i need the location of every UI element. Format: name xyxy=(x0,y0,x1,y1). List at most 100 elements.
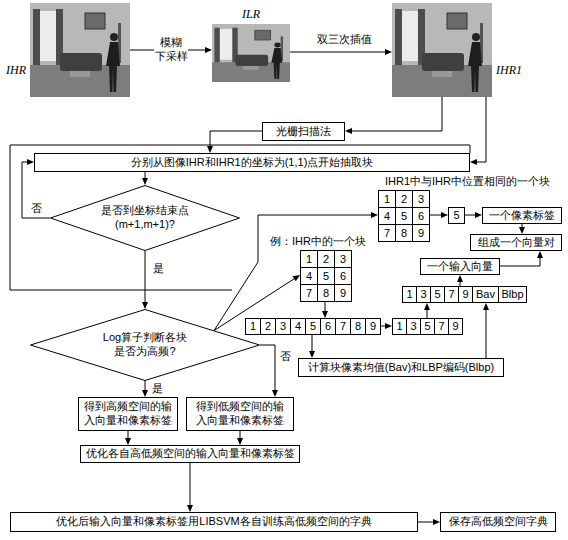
image-label: ILR xyxy=(212,7,290,21)
arrow-head xyxy=(142,390,148,397)
edge-label: 模糊 下采样 xyxy=(154,36,188,64)
arrow-head xyxy=(272,390,278,397)
vector-cell: 1 xyxy=(393,319,407,335)
process-box: 5 xyxy=(448,207,465,224)
flow-connector xyxy=(142,381,148,397)
arrow-head xyxy=(207,146,213,153)
grid-cell: 3 xyxy=(413,191,430,208)
arrow-head xyxy=(292,275,300,281)
edge-label: 是 xyxy=(151,382,163,396)
grid-cell: 1 xyxy=(379,191,396,208)
flow-connector xyxy=(322,302,328,318)
box-text: 计算块像素均值(Bav)和LBP编码(Blbp) xyxy=(308,361,494,375)
box-text: 优化后输入向量和像素标签用LIBSVM各自训练高低频空间的字典 xyxy=(56,515,371,529)
connector-line xyxy=(145,251,146,303)
connector-line xyxy=(430,215,442,216)
process-box: 优化各自高低频空间的输入向量和像素标签 xyxy=(80,445,300,463)
decision-text: 是否到坐标结束点(m+1,m+1)? xyxy=(99,204,191,232)
edge-label: 是 xyxy=(152,262,164,276)
vector-cell: 6 xyxy=(321,319,336,335)
arrow-head xyxy=(187,505,193,512)
connector-line xyxy=(190,463,191,506)
connector-line xyxy=(427,309,428,318)
connector-line xyxy=(145,172,146,179)
vector-cell: 1 xyxy=(403,287,417,303)
connector-line xyxy=(476,97,486,162)
process-box: 组成一个向量对 xyxy=(470,234,562,251)
flow-connector xyxy=(457,275,463,286)
edge-label: 否 xyxy=(279,350,291,364)
arrow-head xyxy=(27,159,34,165)
edge-label: 双三次插值 xyxy=(312,33,376,47)
vector-cell: 3 xyxy=(276,319,291,335)
flow-connector xyxy=(345,97,442,134)
image-label: IHR1 xyxy=(496,63,522,77)
connector-line xyxy=(325,302,326,312)
arrow-head xyxy=(345,128,352,134)
vector-cell: 7 xyxy=(445,287,459,303)
box-text: 得到高频空间的输入向量和像素标签 xyxy=(83,400,173,428)
grid-cell: 2 xyxy=(318,251,335,268)
flow-connector xyxy=(142,172,148,185)
connector-line xyxy=(500,257,540,266)
process-box: 一个输入向量 xyxy=(420,258,500,275)
grid-cell: 3 xyxy=(335,251,352,268)
arrow-head xyxy=(441,212,448,218)
grid-cell: 2 xyxy=(396,191,413,208)
loop-frame xyxy=(10,145,470,290)
vector-cell: 5 xyxy=(306,319,321,335)
vector-cell: 5 xyxy=(431,287,445,303)
flow-connector xyxy=(519,224,525,234)
diamond-shape xyxy=(31,310,260,381)
connector-line xyxy=(465,215,476,216)
grid-cell: 4 xyxy=(379,208,396,225)
arrow-head xyxy=(237,438,243,445)
arrow-head xyxy=(142,178,148,185)
box-text: 5 xyxy=(453,209,459,223)
flow-connector xyxy=(500,251,543,266)
arrow-head xyxy=(433,519,440,525)
diamond-shape xyxy=(51,186,240,251)
vector-cell: 3 xyxy=(407,319,421,335)
vector-row: 13579BavBlbp xyxy=(402,286,527,303)
flow-connector xyxy=(207,131,262,153)
process-box: 保存高低频空间字典 xyxy=(440,512,556,532)
vector-row: 123456789 xyxy=(245,318,381,335)
flow-connector xyxy=(309,335,315,358)
arrow-head xyxy=(205,47,212,53)
vector-row: 13579 xyxy=(392,318,463,335)
grid-cell: 8 xyxy=(318,285,335,302)
annotation-label: IHR1中与IHR中位置相同的一个块 xyxy=(385,175,550,189)
grid-cell: 6 xyxy=(335,268,352,285)
vector-cell: 7 xyxy=(336,319,351,335)
grid-cell: 1 xyxy=(301,251,318,268)
grid-cell: 5 xyxy=(396,208,413,225)
connector-line xyxy=(240,431,241,439)
flow-connector xyxy=(381,323,392,329)
image-frame: IHR1 xyxy=(392,3,492,97)
photo-illustration xyxy=(392,3,492,97)
decision-diamond: Log算子判断各块是否为高频? xyxy=(30,309,260,381)
connector-line xyxy=(260,345,275,391)
pixel-block-grid: 123456789 xyxy=(378,190,430,242)
box-text: 一个像素标签 xyxy=(489,209,555,223)
connector-line xyxy=(418,522,434,523)
process-box: 一个像素标签 xyxy=(482,207,562,224)
flow-connector xyxy=(260,345,278,397)
box-text: 得到低频空间的输入向量和像素标签 xyxy=(191,400,289,428)
vector-cell: 9 xyxy=(459,287,473,303)
pixel-block-grid: 123456789 xyxy=(300,250,352,302)
arrow-head xyxy=(424,303,430,310)
flow-connector xyxy=(418,519,440,525)
box-text: 分别从图像IHR和IHR1的坐标为(1,1)点开始抽取块 xyxy=(131,156,374,170)
arrow-head xyxy=(475,212,482,218)
decision-diamond: 是否到坐标结束点(m+1,m+1)? xyxy=(50,185,240,251)
process-box: 计算块像素均值(Bav)和LBP编码(Blbp) xyxy=(298,358,504,377)
arrow-head xyxy=(537,251,543,258)
process-box: 得到低频空间的输入向量和像素标签 xyxy=(186,397,294,431)
vector-cell: 2 xyxy=(261,319,276,335)
flow-connector xyxy=(142,251,148,309)
grid-cell: 8 xyxy=(396,225,413,242)
flow-connector xyxy=(214,212,378,331)
